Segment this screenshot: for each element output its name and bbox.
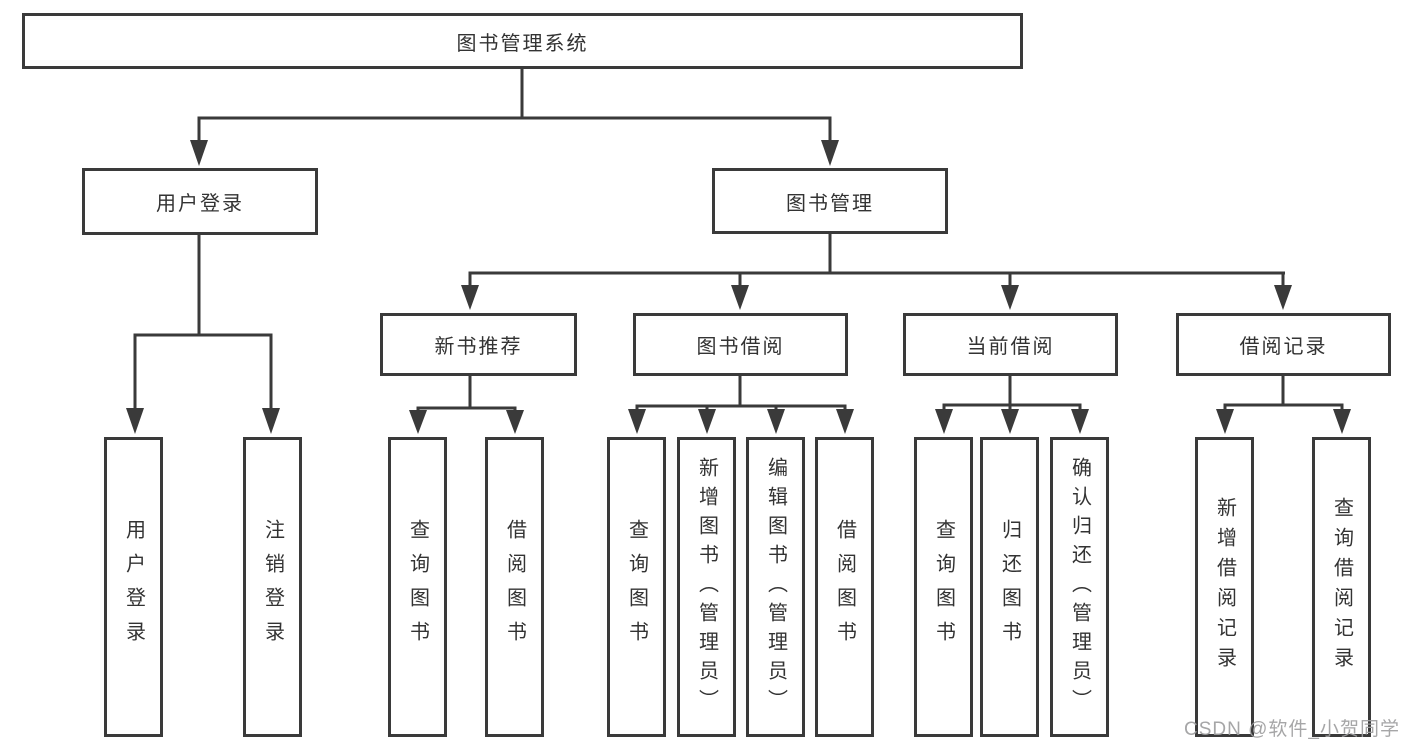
node-label: 新书推荐 — [434, 336, 523, 358]
leaf-logout: 注销登录 — [243, 437, 302, 737]
connector-user-login-children — [126, 235, 280, 434]
connector-new-books-children — [409, 376, 524, 434]
node-label: 借阅图书 — [833, 519, 856, 655]
connector-book-borrow-children — [628, 376, 854, 434]
node-label: 归还图书 — [998, 519, 1021, 655]
node-label: 借阅记录 — [1239, 336, 1328, 358]
node-label: 图书管理 — [786, 192, 874, 215]
node-current-borrow: 当前借阅 — [903, 313, 1118, 376]
node-label: 图书借阅 — [696, 336, 785, 358]
connector-root-children — [190, 68, 839, 166]
connector-borrow-records-children — [1216, 376, 1351, 434]
leaf-borrow-records-add-record: 新增借阅记录 — [1195, 437, 1254, 737]
node-book-borrow: 图书借阅 — [633, 313, 848, 376]
node-label: 查询图书 — [406, 519, 429, 655]
node-label: 新增借阅记录 — [1213, 497, 1236, 677]
node-label: 新增图书（管理员） — [695, 456, 718, 718]
node-new-books: 新书推荐 — [380, 313, 577, 376]
node-label: 借阅图书 — [503, 519, 526, 655]
leaf-book-borrow-borrow-books: 借阅图书 — [815, 437, 874, 737]
leaf-current-borrow-return-books: 归还图书 — [980, 437, 1039, 737]
node-label: 编辑图书（管理员） — [764, 456, 787, 718]
node-borrow-records: 借阅记录 — [1176, 313, 1391, 376]
node-user-login: 用户登录 — [82, 168, 318, 235]
node-label: 查询图书 — [932, 519, 955, 655]
leaf-book-borrow-edit-books: 编辑图书（管理员） — [746, 437, 805, 737]
csdn-watermark: CSDN @软件_小贺同学 — [1184, 719, 1400, 740]
node-label: 用户登录 — [122, 519, 145, 655]
leaf-new-books-borrow-books: 借阅图书 — [485, 437, 544, 737]
leaf-new-books-query-books: 查询图书 — [388, 437, 447, 737]
node-book-mgmt: 图书管理 — [712, 168, 948, 234]
leaf-current-borrow-confirm-return: 确认归还（管理员） — [1050, 437, 1109, 737]
node-label: 注销登录 — [261, 519, 284, 655]
node-root: 图书管理系统 — [22, 13, 1023, 69]
leaf-borrow-records-query-record: 查询借阅记录 — [1312, 437, 1371, 737]
connector-book-mgmt-children — [461, 234, 1292, 310]
leaf-book-borrow-add-books: 新增图书（管理员） — [677, 437, 736, 737]
node-label: 当前借阅 — [966, 336, 1055, 358]
node-label: 查询图书 — [625, 519, 648, 655]
leaf-current-borrow-query-books: 查询图书 — [914, 437, 973, 737]
node-label: 查询借阅记录 — [1330, 497, 1353, 677]
node-label: 图书管理系统 — [456, 32, 589, 55]
node-label: 用户登录 — [156, 193, 244, 215]
node-label: 确认归还（管理员） — [1068, 456, 1091, 718]
connector-current-borrow-children — [935, 376, 1089, 434]
leaf-book-borrow-query-books: 查询图书 — [607, 437, 666, 737]
leaf-user-login: 用户登录 — [104, 437, 163, 737]
